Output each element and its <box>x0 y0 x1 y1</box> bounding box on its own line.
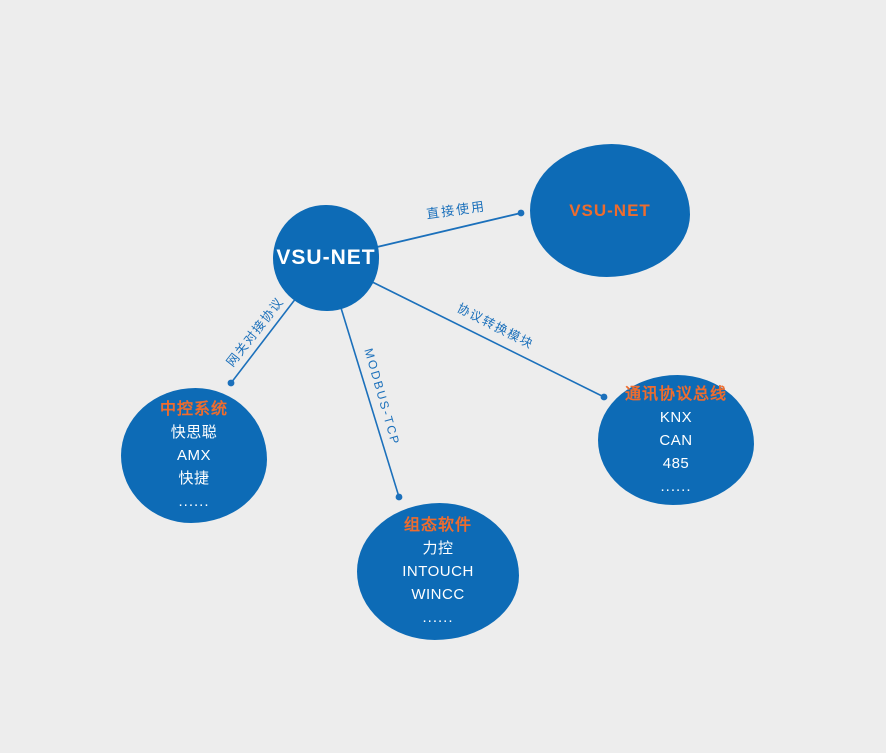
node-protocol-bus: 通讯协议总线 KNX CAN 485 ...... <box>598 375 754 505</box>
node-item: 力控 <box>422 540 454 557</box>
node-item: AMX <box>176 447 211 464</box>
node-item: CAN <box>659 431 693 449</box>
node-item: 快捷 <box>178 470 210 487</box>
arrow-dot-protocol <box>600 393 608 401</box>
node-item: WINCC <box>411 586 465 603</box>
node-scada-software: 组态软件 力控 INTOUCH WINCC ...... <box>357 503 519 640</box>
arrow-dot-gateway <box>227 379 235 387</box>
node-vsu-net-direct: VSU-NET <box>530 144 690 277</box>
node-item: KNX <box>659 408 693 426</box>
node-item: INTOUCH <box>402 563 474 580</box>
node-title: 中控系统 <box>159 401 228 418</box>
arrow-dot-direct <box>517 209 525 217</box>
arrow-dot-modbus <box>395 493 403 501</box>
node-item-ellipsis: ...... <box>422 609 454 626</box>
node-vsu-net-hub: VSU-NET <box>273 205 379 311</box>
node-title: 组态软件 <box>403 517 472 534</box>
node-item: 快思聪 <box>170 424 218 441</box>
node-title: 通讯协议总线 <box>624 385 727 403</box>
node-item: 485 <box>662 454 690 472</box>
node-item-ellipsis: ...... <box>660 477 692 495</box>
node-central-control: 中控系统 快思聪 AMX 快捷 ...... <box>121 388 267 523</box>
node-title: VSU-NET <box>569 201 651 220</box>
hub-label: VSU-NET <box>276 246 376 269</box>
node-item-ellipsis: ...... <box>178 493 210 510</box>
